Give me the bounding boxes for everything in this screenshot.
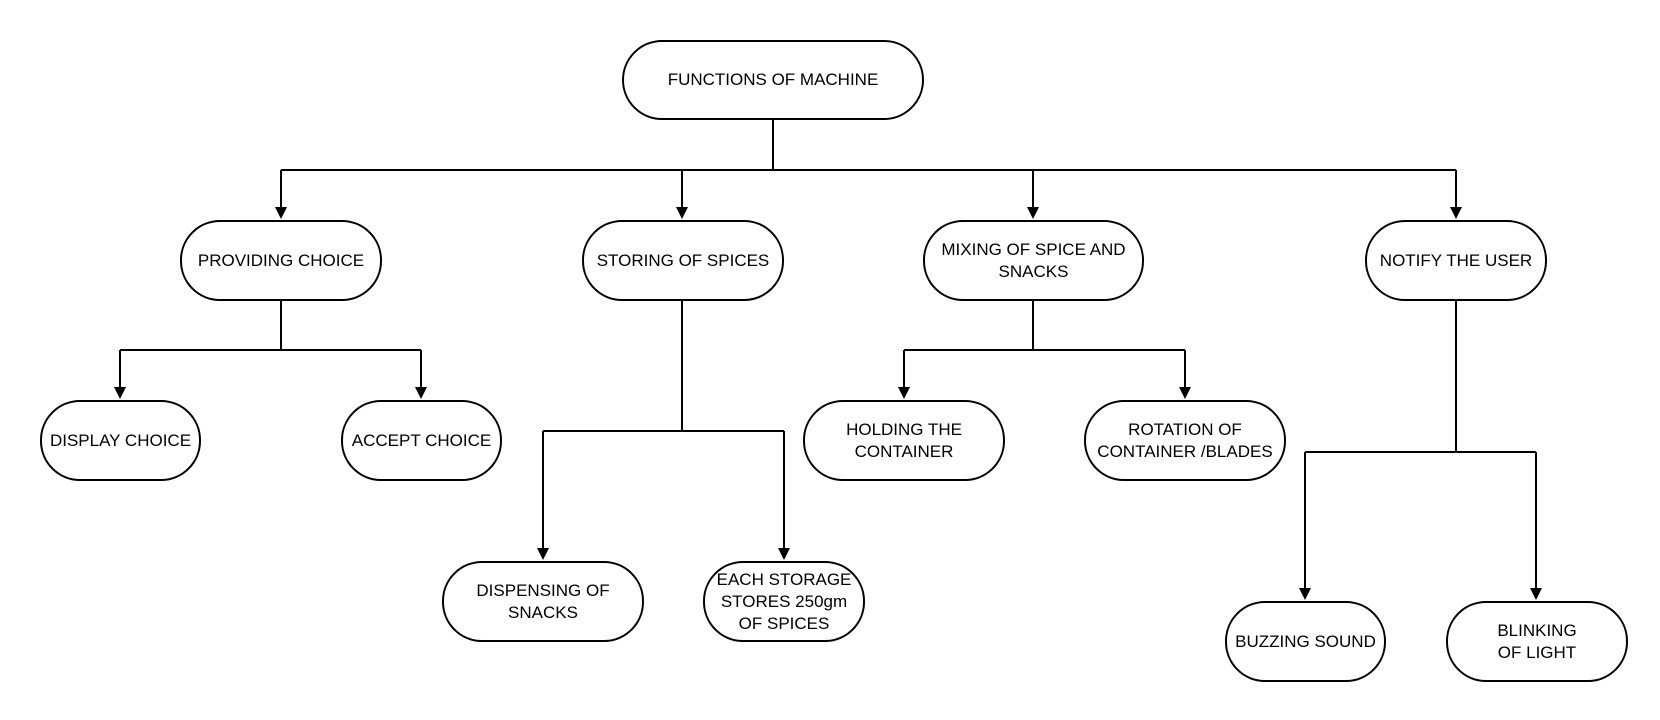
node-label: DISPLAY CHOICE	[49, 430, 192, 450]
node-label: DISPENSING OF SNACKS	[476, 580, 610, 622]
node-notify-the-user: NOTIFY THE USER	[1365, 220, 1547, 301]
node-label: BUZZING SOUND	[1235, 631, 1376, 651]
arrowhead	[1530, 588, 1542, 600]
node-label: MIXING OF SPICE AND SNACKS	[941, 239, 1126, 281]
node-display-choice: DISPLAY CHOICE	[40, 400, 201, 481]
node-label: EACH STORAGE STORES 250gm OF SPICES	[716, 569, 852, 633]
arrowhead	[676, 207, 688, 219]
node-label: ACCEPT CHOICE	[351, 430, 492, 450]
arrowhead	[1179, 387, 1191, 399]
node-accept-choice: ACCEPT CHOICE	[341, 400, 502, 481]
arrowhead	[537, 548, 549, 560]
arrowhead	[1450, 207, 1462, 219]
node-blinking-of-light: BLINKING OF LIGHT	[1446, 601, 1628, 682]
node-dispensing-of-snacks: DISPENSING OF SNACKS	[442, 561, 644, 642]
arrowhead	[898, 387, 910, 399]
node-mixing-of-spice-and-snacks: MIXING OF SPICE AND SNACKS	[923, 220, 1144, 301]
arrowhead	[275, 207, 287, 219]
arrowhead	[415, 387, 427, 399]
node-label: ROTATION OF CONTAINER /BLADES	[1097, 419, 1273, 461]
node-label: STORING OF SPICES	[596, 250, 770, 270]
node-providing-choice: PROVIDING CHOICE	[180, 220, 382, 301]
node-storing-of-spices: STORING OF SPICES	[582, 220, 784, 301]
node-rotation-of-container-blades: ROTATION OF CONTAINER /BLADES	[1084, 400, 1286, 481]
node-label: PROVIDING CHOICE	[197, 250, 365, 270]
arrowhead	[1299, 588, 1311, 600]
node-holding-the-container: HOLDING THE CONTAINER	[803, 400, 1005, 481]
node-label: FUNCTIONS OF MACHINE	[667, 70, 879, 89]
arrowhead	[1027, 207, 1039, 219]
node-functions-of-machine: FUNCTIONS OF MACHINE	[622, 40, 924, 120]
node-label: BLINKING OF LIGHT	[1497, 620, 1577, 662]
node-label: HOLDING THE CONTAINER	[846, 419, 962, 461]
arrowhead	[114, 387, 126, 399]
node-each-storage-stores-250gm: EACH STORAGE STORES 250gm OF SPICES	[703, 561, 865, 642]
arrowhead	[778, 548, 790, 560]
node-label: NOTIFY THE USER	[1379, 250, 1533, 270]
node-buzzing-sound: BUZZING SOUND	[1225, 601, 1386, 682]
